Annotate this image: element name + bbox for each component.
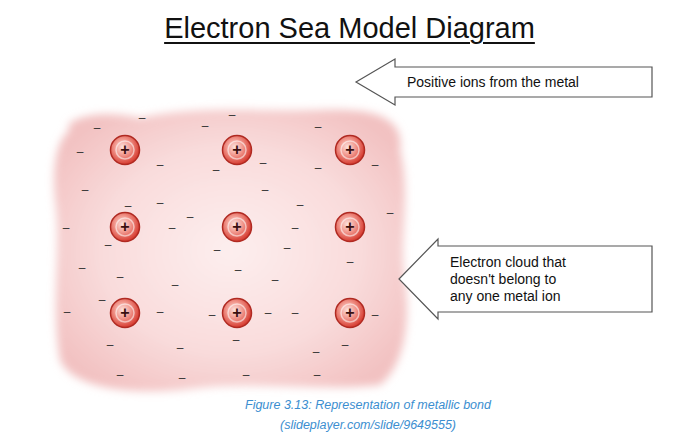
electron-cloud xyxy=(54,110,407,392)
electron-mark: – xyxy=(315,121,322,133)
positive-ion: + xyxy=(109,134,141,166)
electron-mark: – xyxy=(107,339,114,351)
electron-mark: – xyxy=(233,334,240,346)
electron-mark: – xyxy=(213,164,220,176)
electron-mark: – xyxy=(157,306,164,318)
positive-ion: + xyxy=(334,297,366,329)
electron-mark: – xyxy=(117,271,124,283)
electron-mark: – xyxy=(315,162,322,174)
block-arrow xyxy=(399,239,652,319)
electron-mark: – xyxy=(372,159,379,171)
positive-ion: + xyxy=(334,211,366,243)
ion-charge: + xyxy=(334,211,366,243)
electron-mark: – xyxy=(157,197,164,209)
figure-caption: Figure 3.13: Representation of metallic … xyxy=(223,395,513,435)
electron-mark: – xyxy=(77,146,84,158)
ion-charge: + xyxy=(334,134,366,166)
positive-ion: + xyxy=(221,134,253,166)
callout-text: Electron cloud that doesn't belong to an… xyxy=(450,254,575,305)
electron-mark: – xyxy=(262,184,269,196)
positive-ion: + xyxy=(221,211,253,243)
electron-mark: – xyxy=(79,262,86,274)
positive-ion: + xyxy=(221,297,253,329)
callout-arrow: Positive ions from the metal xyxy=(355,58,653,106)
electron-mark: – xyxy=(177,342,184,354)
electron-mark: – xyxy=(99,294,106,306)
electron-mark: – xyxy=(64,306,71,318)
electron-mark: – xyxy=(265,307,272,319)
electron-mark: – xyxy=(243,369,250,381)
electron-mark: – xyxy=(117,369,124,381)
positive-ion: + xyxy=(334,134,366,166)
ion-charge: + xyxy=(334,297,366,329)
electron-mark: – xyxy=(179,372,186,384)
callout-arrow: Electron cloud that doesn't belong to an… xyxy=(398,238,653,320)
electron-mark: – xyxy=(347,256,354,268)
diagram-title: Electron Sea Model Diagram xyxy=(0,12,699,45)
electron-mark: – xyxy=(372,309,379,321)
electron-mark: – xyxy=(214,244,221,256)
electron-mark: – xyxy=(313,346,320,358)
ion-charge: + xyxy=(221,297,253,329)
ion-charge: + xyxy=(221,211,253,243)
electron-mark: – xyxy=(63,222,70,234)
callout-text: Positive ions from the metal xyxy=(407,74,642,91)
electron-mark: – xyxy=(202,120,209,132)
ion-charge: + xyxy=(109,297,141,329)
ion-charge: + xyxy=(109,134,141,166)
electron-mark: – xyxy=(272,274,279,286)
electron-mark: – xyxy=(292,307,299,319)
electron-mark: – xyxy=(157,159,164,171)
electron-mark: – xyxy=(209,309,216,321)
electron-mark: – xyxy=(125,200,132,212)
electron-mark: – xyxy=(105,239,112,251)
ion-charge: + xyxy=(221,134,253,166)
positive-ion: + xyxy=(109,297,141,329)
electron-mark: – xyxy=(235,264,242,276)
electron-mark: – xyxy=(187,211,194,223)
electron-mark: – xyxy=(172,279,179,291)
electron-mark: – xyxy=(297,199,304,211)
ion-charge: + xyxy=(109,211,141,243)
electron-mark: – xyxy=(229,109,236,121)
electron-mark: – xyxy=(342,339,349,351)
electron-mark: – xyxy=(387,207,394,219)
electron-mark: – xyxy=(82,184,89,196)
electron-mark: – xyxy=(292,222,299,234)
electron-mark: – xyxy=(139,112,146,124)
electron-mark: – xyxy=(284,242,291,254)
electron-mark: – xyxy=(169,222,176,234)
positive-ion: + xyxy=(109,211,141,243)
electron-mark: – xyxy=(94,122,101,134)
block-arrow xyxy=(356,59,652,105)
electron-mark: – xyxy=(314,369,321,381)
electron-mark: – xyxy=(260,157,267,169)
